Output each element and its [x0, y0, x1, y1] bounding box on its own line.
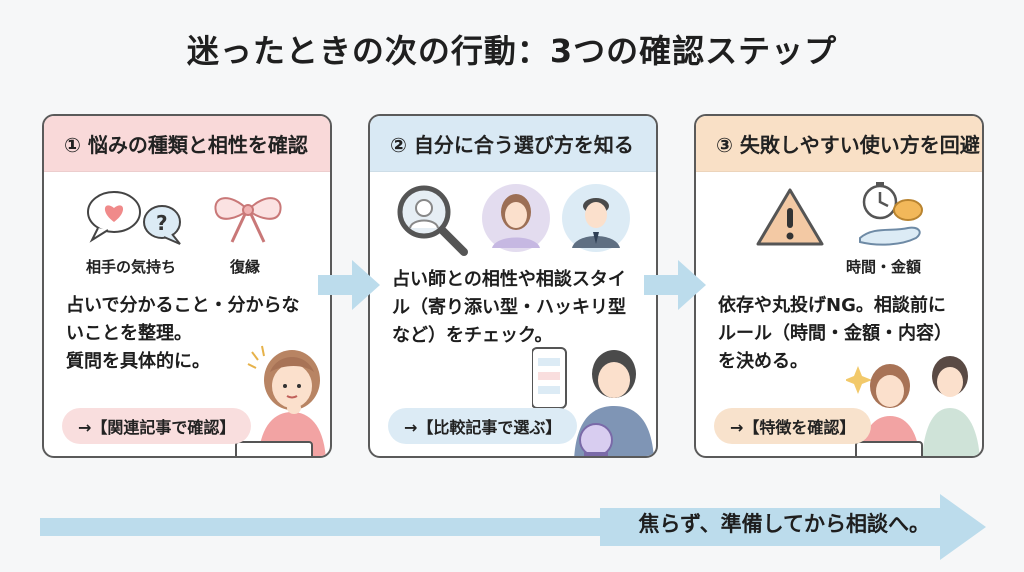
label-partner-feelings: 相手の気持ち	[86, 258, 177, 276]
related-article-link[interactable]: →【関連記事で確認】	[62, 408, 252, 444]
features-article-link[interactable]: →【特徴を確認】	[714, 408, 872, 444]
male-advisor-avatar-icon	[562, 184, 630, 252]
step-card-3: ③ 失敗しやすい使い方を回避 時間・金額 依存や丸投げNG。相談前に ルール（時…	[694, 114, 984, 458]
ribbon-bow-icon	[214, 197, 282, 243]
step-card-2: ② 自分に合う選び方を知る 占い師との相性や相談スタイ ル（寄り添い型・ハッキリ…	[368, 114, 658, 458]
step-card-1: ① 悩みの種類と相性を確認 ? 相手の気持ち 復縁 占いで分かること・分からな …	[42, 114, 332, 458]
step-2-body: 占い師との相性や相談スタイ ル（寄り添い型・ハッキリ型 など）をチェック。	[392, 269, 626, 346]
comparison-article-link[interactable]: →【比較記事で選ぶ】	[388, 408, 578, 444]
magnifier-person-icon	[397, 185, 468, 256]
female-advisor-avatar-icon	[482, 184, 550, 252]
two-women-consulting-illustration	[846, 356, 980, 456]
page-title: 迷ったときの次の行動：3つの確認ステップ	[186, 32, 838, 70]
arrow-step1-to-step2-icon	[318, 260, 380, 310]
step-2-header: ② 自分に合う選び方を知る	[370, 116, 656, 172]
arrow-step2-to-step3-icon	[644, 260, 706, 310]
label-reunion: 復縁	[230, 258, 261, 276]
warning-icon	[756, 188, 824, 246]
clock-wallet-hand-icon	[859, 182, 923, 246]
svg-text:?: ?	[156, 211, 168, 235]
step-1-header: ① 悩みの種類と相性を確認	[44, 116, 330, 172]
step-3-header: ③ 失敗しやすい使い方を回避	[696, 116, 982, 172]
step-1-body: 占いで分かること・分からな いことを整理。 質問を具体的に。	[66, 295, 300, 372]
advisor-phone-crystal-ball-illustration	[532, 347, 654, 456]
footer-message: 焦らず、準備してから相談へ。	[638, 512, 930, 536]
label-time-money: 時間・金額	[846, 258, 922, 276]
woman-thinking-illustration	[235, 345, 326, 456]
step-3-body: 依存や丸投げNG。相談前に ルール（時間・金額・内容） を決める。	[718, 295, 952, 372]
heart-question-bubble-icon: ?	[87, 191, 181, 245]
bottom-progress-arrow-icon	[40, 494, 986, 560]
